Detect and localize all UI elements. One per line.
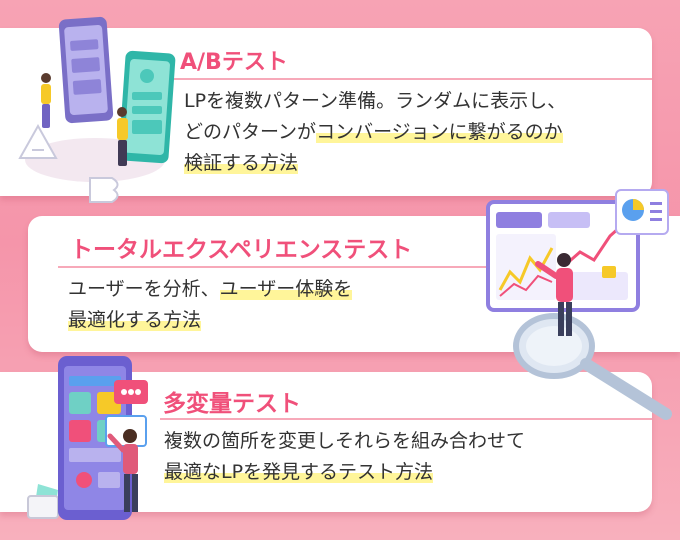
highlighted-text: コンバージョンに繋がるのか — [316, 121, 563, 143]
multivariate-phone-layout-illustration — [27, 356, 148, 520]
title-divider — [58, 266, 508, 268]
description-text: ユーザーを分析、 — [68, 278, 220, 300]
section-description: ユーザーを分析、ユーザー体験を最適化する方法 — [68, 274, 353, 336]
description-line: 複数の箇所を変更しそれらを組み合わせて — [164, 426, 525, 457]
analytics-dashboard-magnifier-illustration — [486, 189, 672, 420]
title-divider — [172, 78, 652, 80]
description-line: どのパターンがコンバージョンに繋がるのか — [184, 117, 566, 148]
description-line: 検証する方法 — [184, 148, 566, 179]
highlighted-text: ユーザー体験を — [219, 278, 353, 300]
section-description: 複数の箇所を変更しそれらを組み合わせて最適なLPを発見するテスト方法 — [164, 426, 525, 488]
ab-test-phones-illustration — [18, 16, 176, 203]
description-line: ユーザーを分析、ユーザー体験を — [68, 274, 353, 305]
section-title: A/Bテスト — [180, 50, 288, 75]
section-title: トータルエクスペリエンステスト — [70, 237, 413, 263]
section-description: LPを複数パターン準備。ランダムに表示し、どのパターンがコンバージョンに繋がるの… — [184, 86, 566, 179]
highlighted-text: 最適なLPを発見するテスト方法 — [164, 461, 434, 483]
description-line: 最適化する方法 — [68, 305, 352, 336]
description-text: 複数の箇所を変更しそれらを組み合わせて — [164, 430, 526, 452]
section-title: 多変量テスト — [163, 391, 301, 417]
highlighted-text: 最適化する方法 — [68, 309, 202, 331]
title-divider — [160, 418, 652, 420]
description-text: LPを複数パターン準備。ランダムに表示し、 — [184, 90, 567, 112]
description-line: LPを複数パターン準備。ランダムに表示し、 — [184, 86, 566, 117]
description-line: 最適なLPを発見するテスト方法 — [164, 457, 525, 488]
highlighted-text: 検証する方法 — [184, 152, 299, 174]
description-text: どのパターンが — [184, 121, 317, 143]
